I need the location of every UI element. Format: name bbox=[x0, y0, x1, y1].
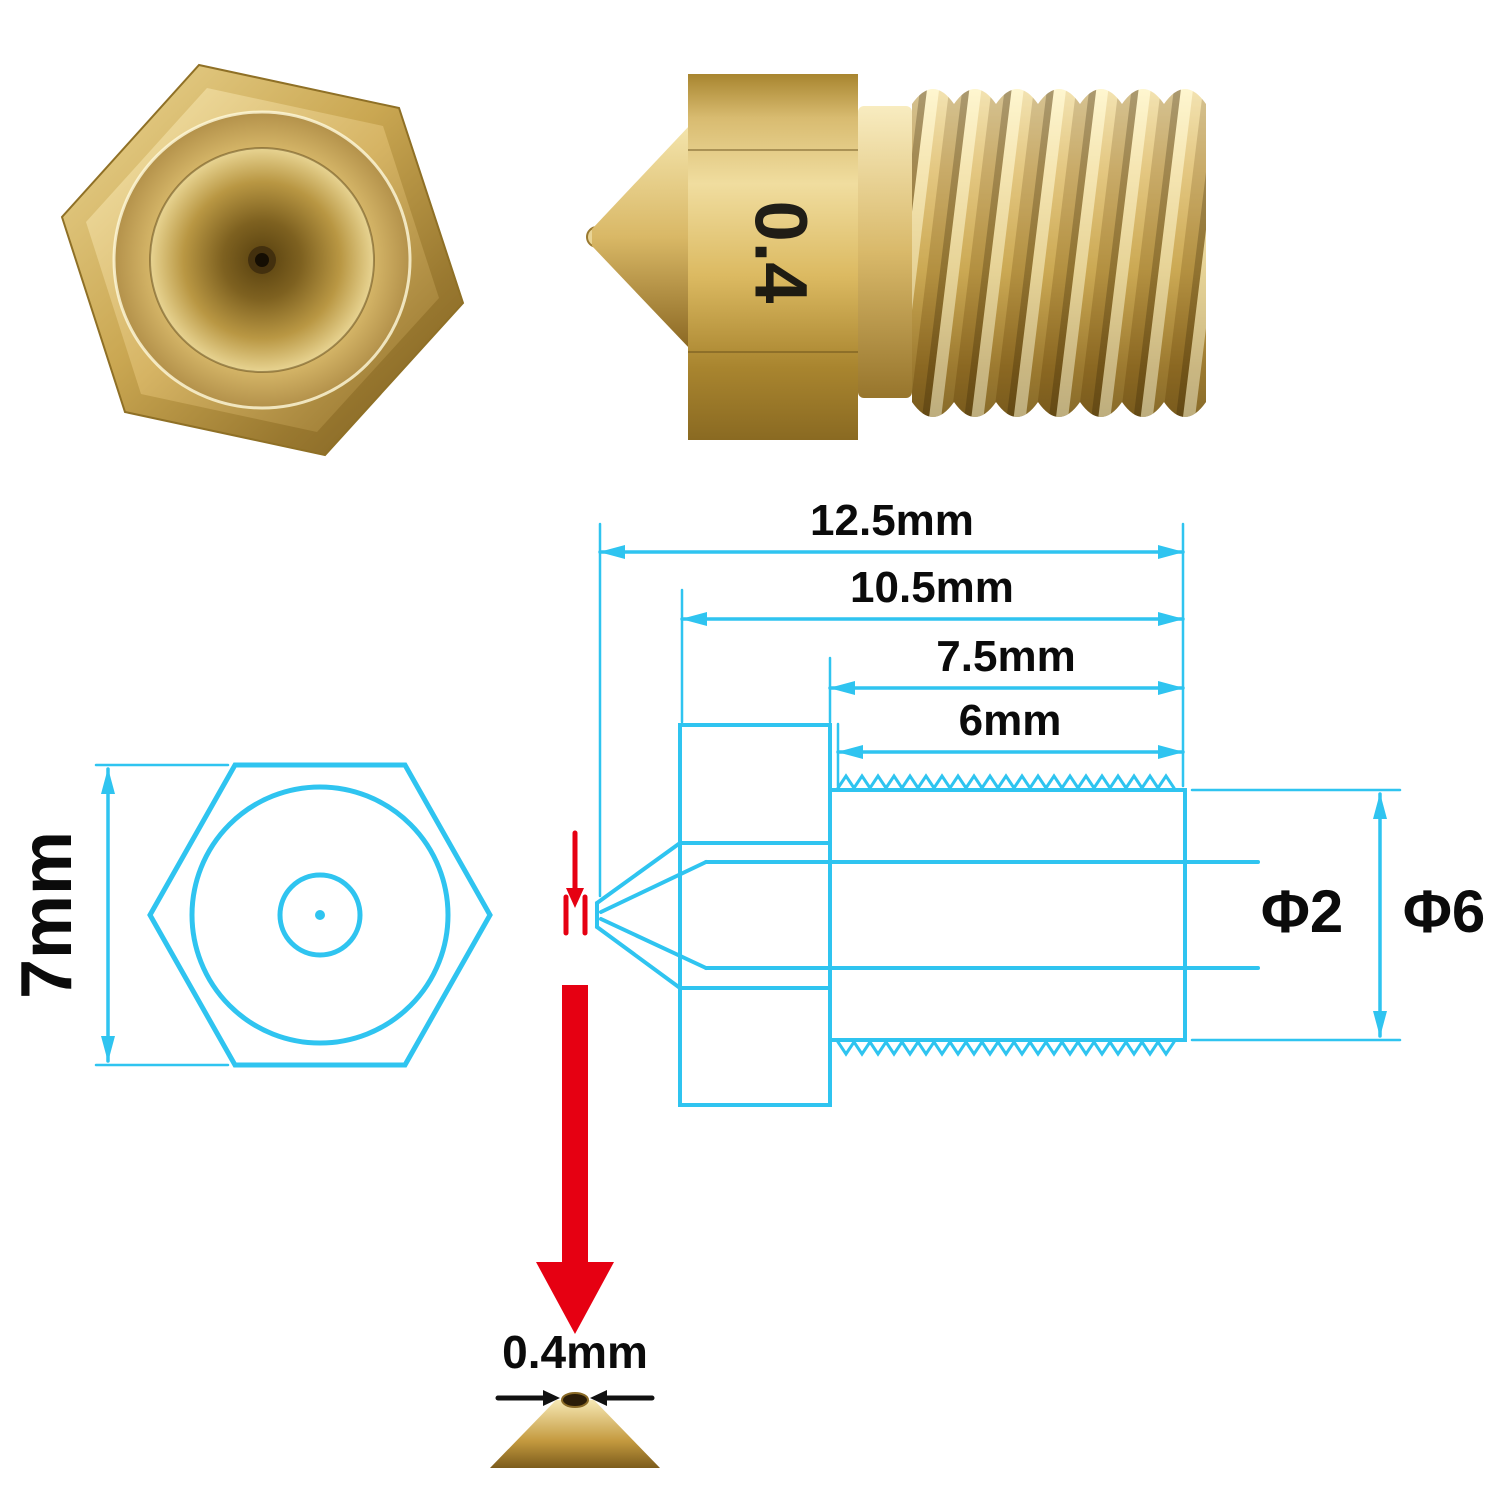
dim-label-to-thread: 7.5mm bbox=[936, 632, 1075, 681]
hex-body-side bbox=[688, 74, 858, 440]
tip-orifice-hole bbox=[561, 1392, 589, 1408]
orifice-hole bbox=[255, 253, 269, 267]
detail-arrow-left-head bbox=[543, 1390, 560, 1406]
hex-outline bbox=[147, 762, 493, 1068]
bore-circle bbox=[277, 872, 363, 958]
dim-label-overall: 12.5mm bbox=[810, 496, 974, 545]
tip-cone-photo bbox=[490, 1400, 660, 1468]
tip-cone-edge bbox=[149, 147, 375, 373]
outer-cone-bottom bbox=[595, 925, 682, 990]
dimension-lines bbox=[101, 545, 1387, 1063]
engraved-size-label: 0.4 bbox=[739, 201, 822, 304]
face-circle bbox=[189, 784, 451, 1046]
center-dot bbox=[315, 910, 325, 920]
orifice-size-label: 0.4mm bbox=[502, 1326, 648, 1378]
hex-front-view-drawing bbox=[147, 762, 493, 1068]
orifice-pointer-arrowhead bbox=[566, 888, 584, 908]
dimension-drawing: 12.5mm 10.5mm 7.5mm 6mm 7mm Φ2 Φ6 bbox=[7, 496, 1485, 1468]
side-section-view-drawing bbox=[595, 723, 1260, 1107]
red-arrow-shaft bbox=[562, 985, 588, 1268]
dim-label-bore-dia: Φ2 bbox=[1261, 878, 1344, 945]
dim-label-hex-width: 7mm bbox=[7, 831, 87, 999]
dim-label-thread: 6mm bbox=[959, 696, 1062, 745]
extension-lines bbox=[94, 522, 1402, 1067]
bore-cone-bottom bbox=[599, 917, 708, 970]
red-arrow-head bbox=[536, 1262, 614, 1334]
orifice-detail: 0.4mm bbox=[490, 1326, 660, 1468]
thread-ridges bbox=[912, 89, 1206, 417]
outer-cone-top bbox=[595, 841, 682, 905]
dim-label-outer-dia: Φ6 bbox=[1403, 878, 1486, 945]
thread-shaft-rect bbox=[828, 788, 1187, 1042]
detail-arrow-right-head bbox=[590, 1390, 607, 1406]
thread-zigzag-bottom bbox=[836, 1039, 1176, 1057]
orifice-callout bbox=[536, 830, 614, 1334]
machined-face-ring bbox=[112, 110, 412, 410]
dim-label-shank: 10.5mm bbox=[850, 563, 1014, 612]
neck-cylinder bbox=[858, 106, 912, 398]
bore-cone-top bbox=[599, 860, 708, 914]
thread-zigzag-top bbox=[836, 773, 1176, 791]
nozzle-cone bbox=[592, 125, 690, 349]
photo-nozzle-side-view: 0.4 bbox=[586, 74, 1206, 440]
photo-nozzle-front-view bbox=[60, 63, 465, 457]
